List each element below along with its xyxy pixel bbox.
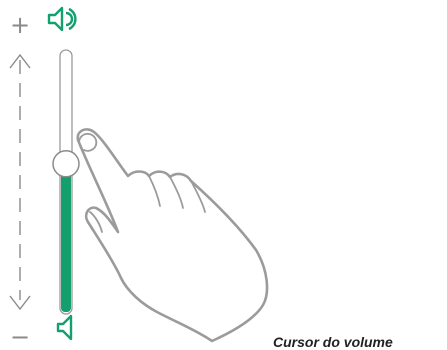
direction-arrow xyxy=(9,53,31,311)
arrow-up-icon xyxy=(9,53,31,69)
volume-knob[interactable] xyxy=(52,150,80,178)
decrease-symbol: − xyxy=(10,323,30,350)
pointing-hand-icon xyxy=(76,128,269,343)
speaker-loud-icon xyxy=(47,6,77,32)
caption: Cursor do volume xyxy=(273,334,393,350)
increase-symbol: + xyxy=(10,11,30,39)
arrow-down-icon xyxy=(9,295,31,311)
volume-fill xyxy=(61,163,71,312)
speaker-muted-icon xyxy=(56,314,73,341)
